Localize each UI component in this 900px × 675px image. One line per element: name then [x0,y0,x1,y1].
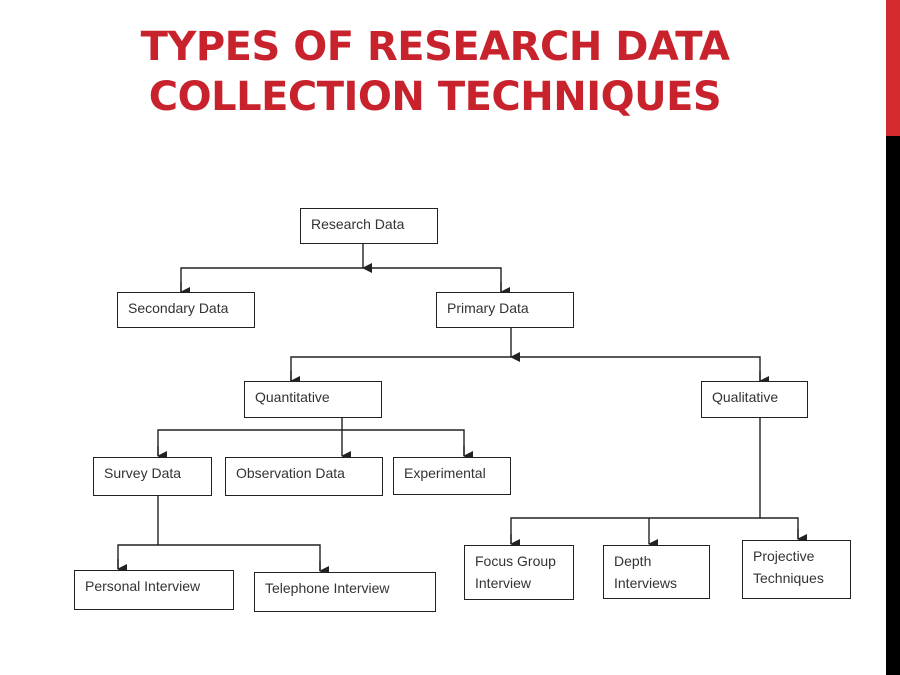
node-depth-interviews: Depth Interviews [603,545,710,599]
node-label-line-1: Projective [753,548,815,564]
node-qualitative: Qualitative [701,381,808,418]
node-label: Personal Interview [85,578,201,594]
node-survey-data: Survey Data [93,457,212,496]
node-personal-interview: Personal Interview [74,570,234,610]
node-secondary-data: Secondary Data [117,292,255,328]
accent-bar-bottom [886,136,900,675]
node-label: Primary Data [447,300,529,316]
title-line-2: COLLECTION TECHNIQUES [148,74,722,120]
node-label: Observation Data [236,465,345,481]
accent-bar-top [886,0,900,136]
node-quantitative: Quantitative [244,381,382,418]
node-observation-data: Observation Data [225,457,383,496]
node-research-data: Research Data [300,208,438,244]
node-label: Telephone Interview [265,580,390,596]
node-label-line-2: Techniques [753,570,824,586]
node-label: Experimental [404,465,486,481]
node-label-line-1: Depth [614,553,652,569]
node-label: Survey Data [104,465,182,481]
node-label-line-2: Interviews [614,575,678,591]
node-label: Quantitative [255,389,330,405]
node-telephone-interview: Telephone Interview [254,572,436,612]
node-label: Qualitative [712,389,779,405]
title-line-1: TYPES OF RESEARCH DATA [140,24,730,70]
node-focus-group-interview: Focus Group Interview [464,545,574,600]
node-label: Secondary Data [128,300,229,316]
node-label-line-1: Focus Group [475,553,556,569]
node-experimental: Experimental [393,457,511,495]
node-label-line-2: Interview [475,575,532,591]
node-label: Research Data [311,216,405,232]
node-primary-data: Primary Data [436,292,574,328]
node-projective-techniques: Projective Techniques [742,540,851,599]
slide-title: TYPES OF RESEARCH DATA COLLECTION TECHNI… [0,22,870,122]
